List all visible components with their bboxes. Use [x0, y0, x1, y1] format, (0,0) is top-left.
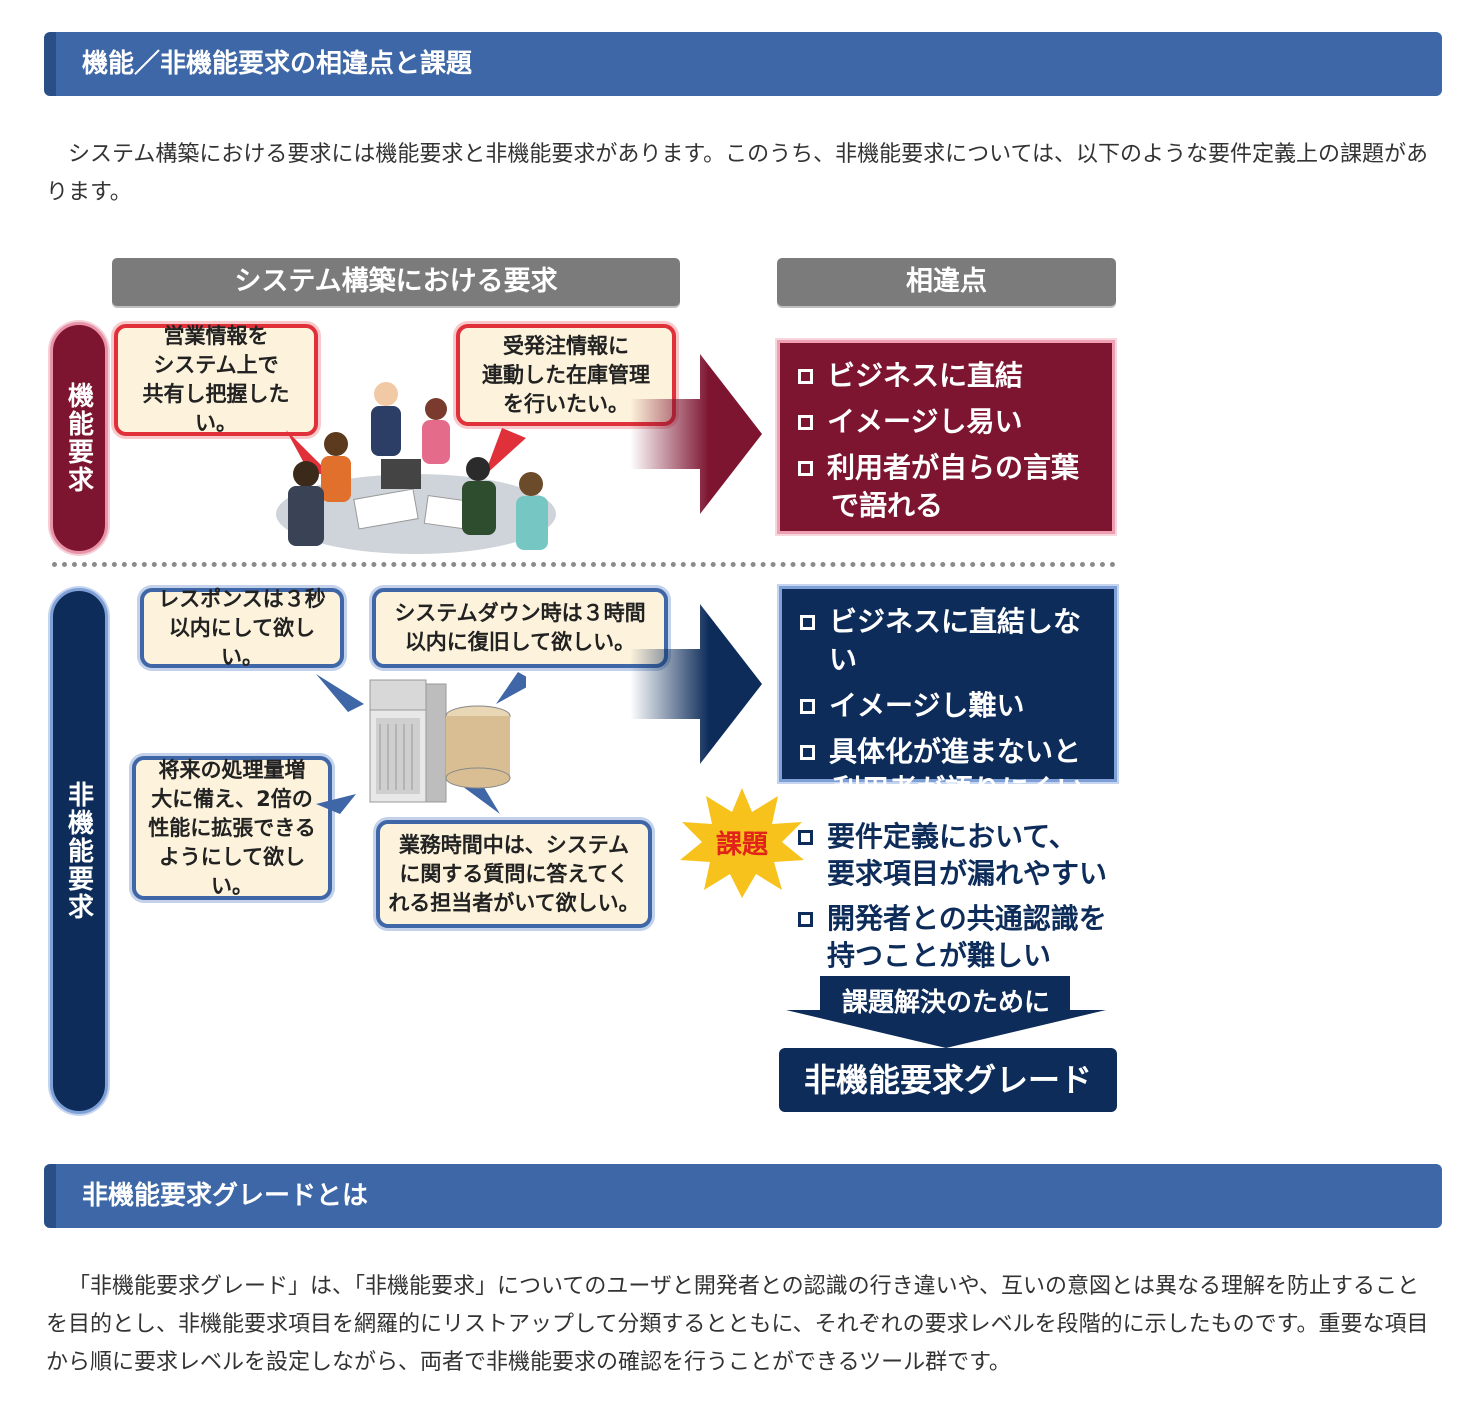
bubble-line: 以内にして欲しい。 [168, 615, 316, 669]
nonfunctional-grade-box: 非機能要求グレード [779, 1048, 1117, 1112]
checkbox-square-icon [798, 369, 813, 384]
bubble-line: 連動した在庫管理 [482, 362, 650, 387]
checkbox-square-icon [800, 615, 815, 630]
section-title-differences: 機能／非機能要求の相違点と課題 [44, 32, 1442, 96]
point-text: イメージし難い [829, 689, 1025, 722]
functional-characteristics-box: ビジネスに直結 イメージし易い 利用者が自らの言葉 で語れる [777, 340, 1115, 534]
bubble-recovery-time: システムダウン時は３時間 以内に復旧して欲しい。 [372, 588, 668, 668]
issue-starburst-icon [680, 788, 804, 898]
bubble-line: を行いたい。 [503, 391, 629, 416]
nonfunctional-requirement-label: 非機能要求 [50, 588, 108, 1114]
server-illustration [316, 672, 526, 814]
bubble-line: ようにして欲しい。 [158, 844, 306, 898]
checkbox-square-icon [798, 461, 813, 476]
bubble-line: に関する質問に答えてく [399, 861, 629, 886]
checkbox-square-icon [800, 699, 815, 714]
nonfunctional-point-1: ビジネスに直結しない [796, 603, 1100, 679]
meeting-people-illustration [276, 382, 556, 554]
grade-description-paragraph: 「非機能要求グレード」は、「非機能要求」についてのユーザと開発者との認識の行き違… [46, 1274, 1429, 1375]
point-text: ビジネスに直結 [827, 359, 1024, 392]
bubble-line: レスポンスは３秒 [158, 586, 326, 611]
functional-arrow-icon [630, 354, 762, 514]
intro-paragraph: システム構築における要求には機能要求と非機能要求があります。このうち、非機能要求… [46, 142, 1429, 205]
header-system-requirements: システム構築における要求 [112, 258, 680, 306]
point-text: 利用者が自らの言葉 [827, 451, 1080, 484]
bubble-line: 受発注情報に [503, 333, 629, 358]
section-title-grade: 非機能要求グレードとは [44, 1164, 1442, 1228]
checkbox-square-icon [800, 745, 815, 760]
nonfunctional-point-2: イメージし難い [796, 687, 1100, 725]
point-text-continued: で語れる [831, 489, 944, 522]
point-text: ビジネスに直結しない [829, 605, 1082, 676]
bubble-line: システム上で [153, 353, 279, 377]
issue-item-1: 要件定義において、 [794, 818, 1124, 855]
bubble-line: 性能に拡張できる [148, 815, 316, 840]
checkbox-square-icon [798, 415, 813, 430]
issue-list: 要件定義において、 要求項目が漏れやすい 開発者との共通認識を 持つことが難しい [794, 818, 1124, 974]
issue-badge-label: 課題 [715, 830, 768, 860]
bubble-line: 以内に復旧して欲しい。 [404, 630, 636, 654]
point-text: イメージし易い [827, 405, 1023, 438]
functional-point-2: イメージし易い [794, 403, 1098, 441]
issue-text: 開発者との共通認識を [827, 902, 1107, 935]
bubble-response-time: レスポンスは３秒 以内にして欲しい。 [140, 586, 344, 669]
solve-down-arrow-icon [786, 976, 1106, 1048]
bubble-line: れる担当者がいて欲しい。 [388, 890, 640, 915]
nonfunctional-point-3: 具体化が進まないと [796, 733, 1100, 771]
header-differences: 相違点 [777, 258, 1116, 306]
checkbox-square-icon [798, 912, 813, 927]
issue-text-continued: 持つことが難しい [827, 939, 1052, 972]
nonfunctional-characteristics-box: ビジネスに直結しない イメージし難い 具体化が進まないと 利用者が語りにくい [779, 586, 1117, 806]
functional-point-3: 利用者が自らの言葉 [794, 449, 1098, 487]
functional-point-1: ビジネスに直結 [794, 357, 1098, 395]
point-text: 具体化が進まないと [829, 735, 1082, 768]
bubble-line: 業務時間中は、システム [398, 832, 630, 857]
bubble-inventory: 受発注情報に 連動した在庫管理 を行いたい。 [456, 324, 676, 426]
solve-label: 課題解決のために [841, 988, 1050, 1018]
bubble-scalability: 将来の処理量増 大に備え、2倍の 性能に拡張できる ようにして欲しい。 [132, 756, 332, 900]
bubble-line: 共有し把握したい。 [142, 382, 290, 435]
issue-text: 要件定義において、 [827, 820, 1077, 853]
bubble-line: システムダウン時は３時間 [394, 601, 646, 625]
requirements-diagram: システム構築における要求 相違点 機能要求 営業情報を システム上で 共有し把握… [46, 254, 1126, 1124]
nonfunctional-arrow-icon [630, 604, 762, 764]
bubble-sales-info: 営業情報を システム上で 共有し把握したい。 [114, 324, 318, 436]
bubble-line: 将来の処理量増 [158, 757, 306, 782]
bubble-line: 大に備え、2倍の [151, 786, 313, 811]
functional-requirement-label: 機能要求 [50, 322, 108, 554]
issue-item-2: 開発者との共通認識を [794, 900, 1124, 937]
bubble-support-staff: 業務時間中は、システム に関する質問に答えてく れる担当者がいて欲しい。 [376, 820, 652, 928]
issue-text-continued: 要求項目が漏れやすい [827, 857, 1108, 890]
section-divider [52, 562, 1116, 567]
point-text-continued: 利用者が語りにくい [833, 773, 1085, 806]
checkbox-square-icon [798, 830, 813, 845]
bubble-line: 営業情報を [163, 324, 269, 348]
